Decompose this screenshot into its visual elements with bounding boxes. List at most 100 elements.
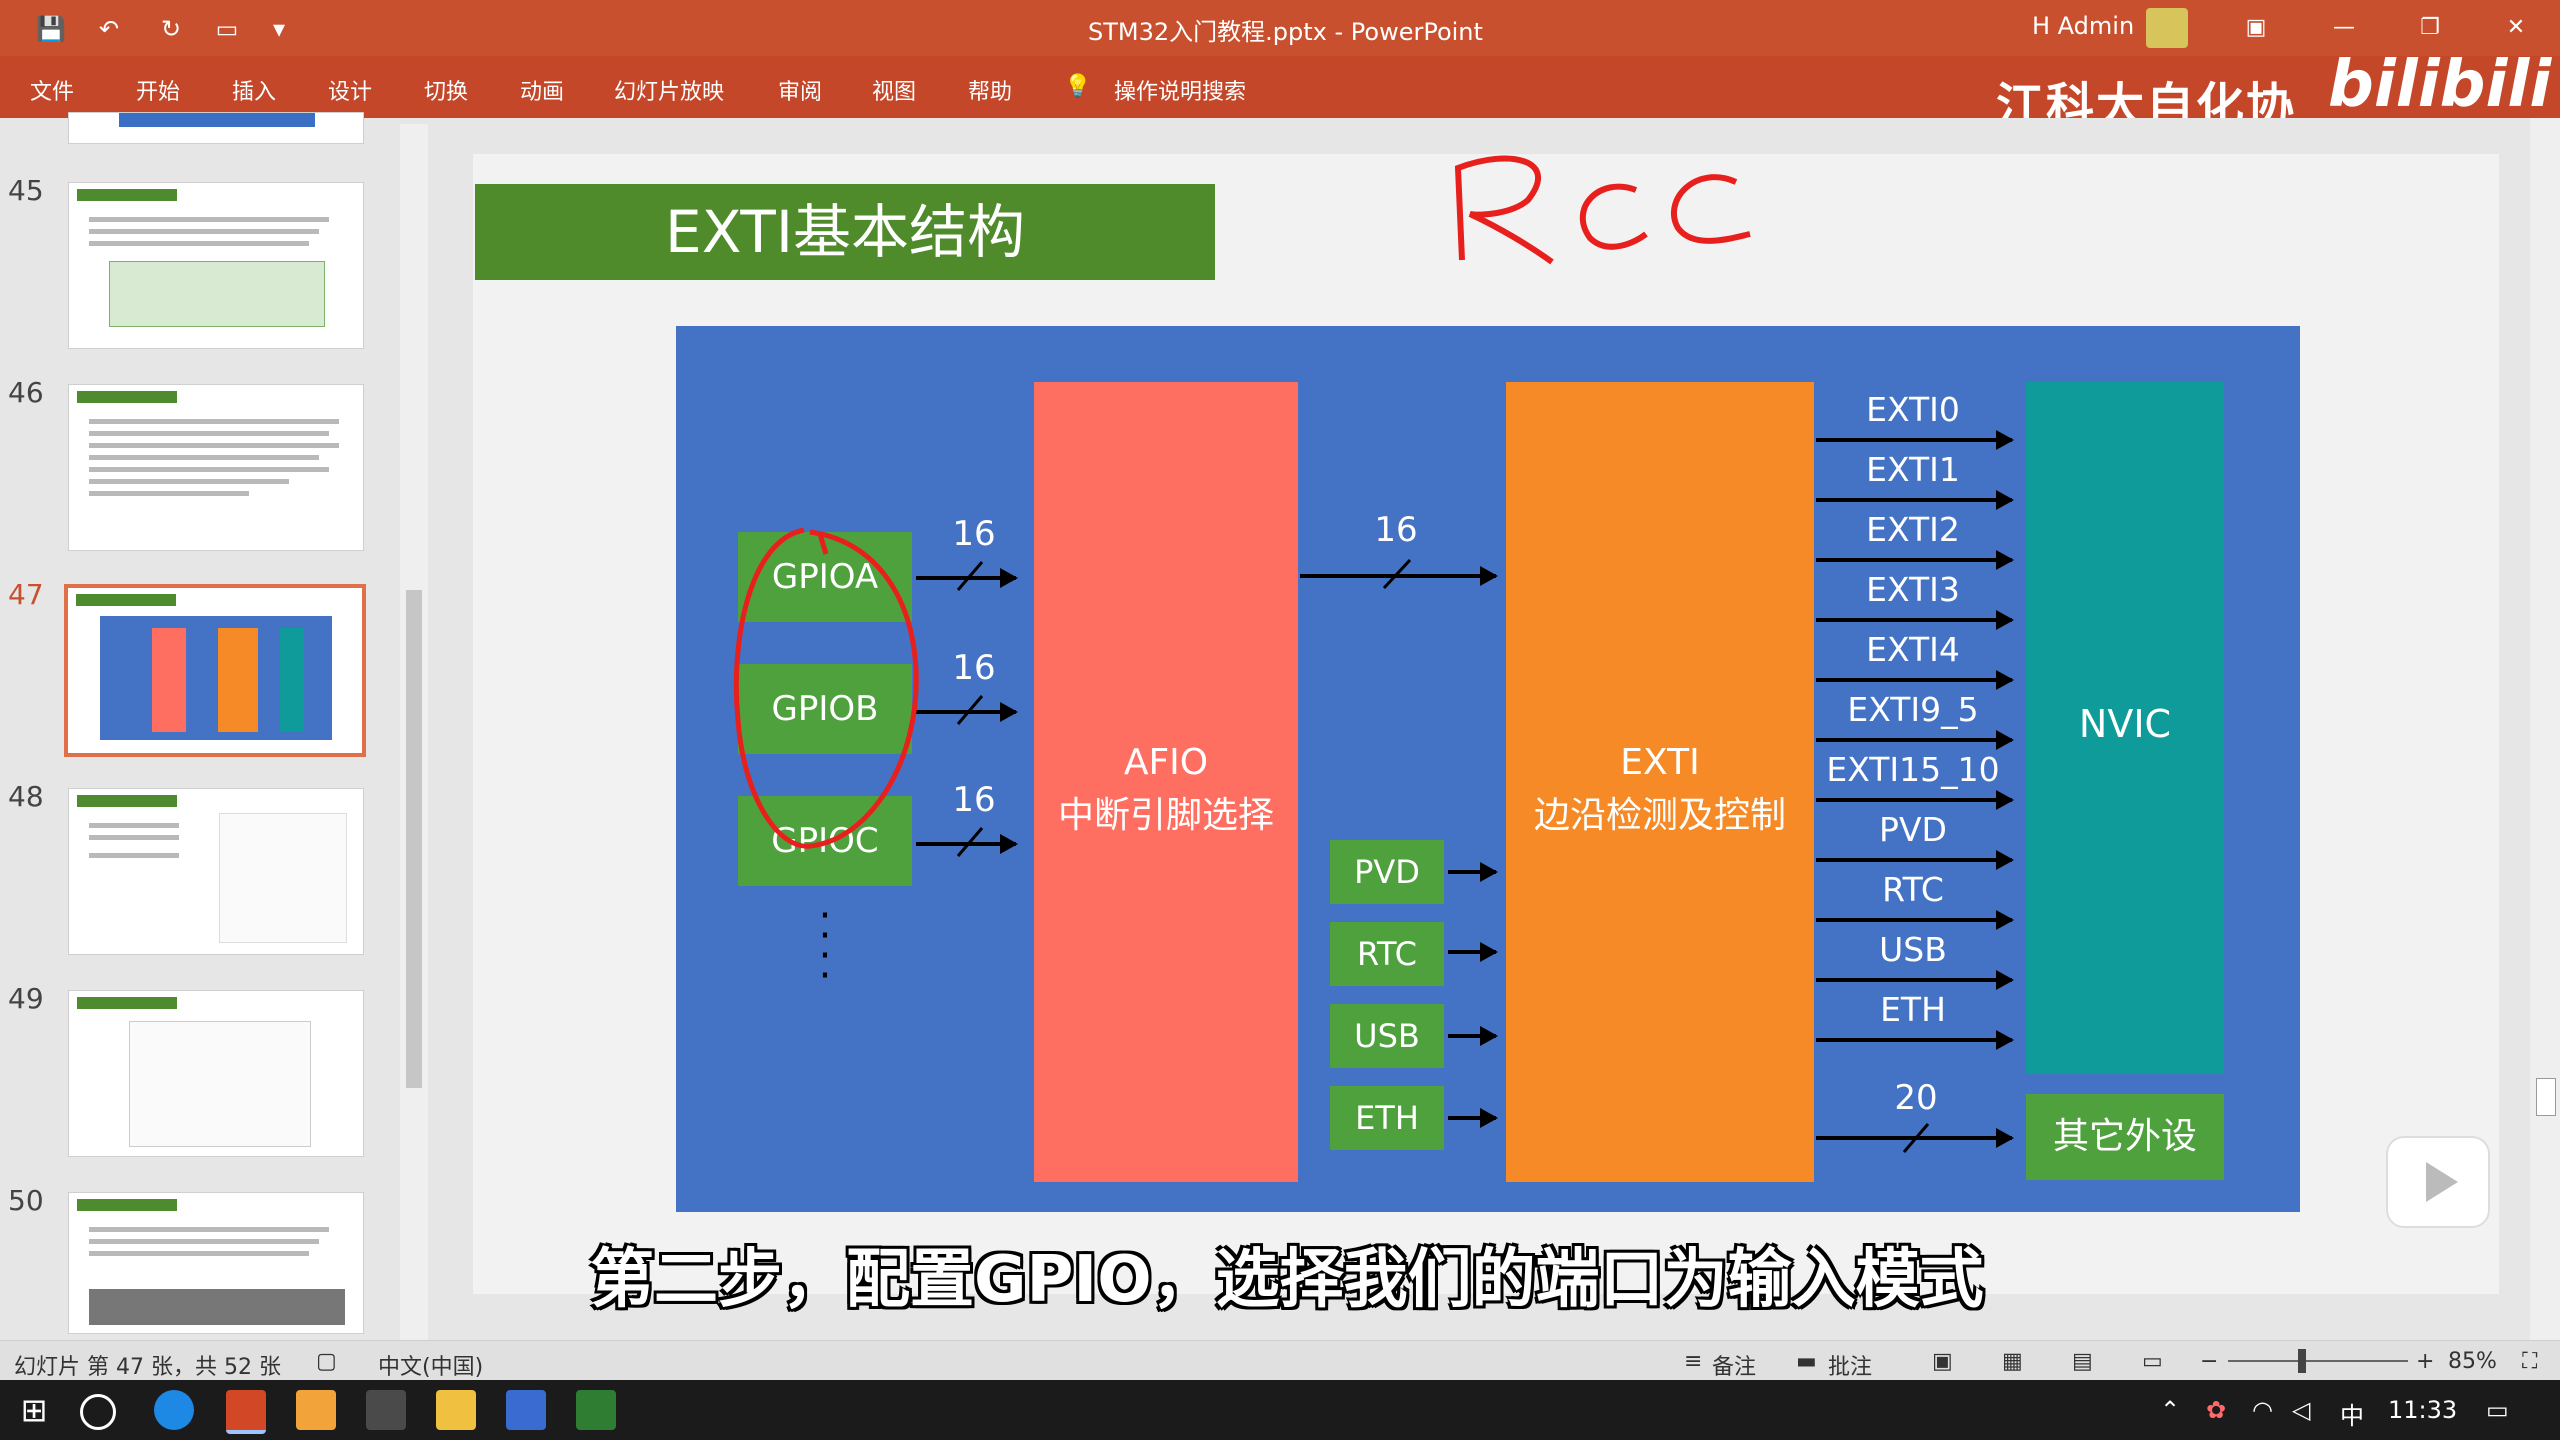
slide-number-selected: 47	[8, 578, 44, 611]
thumbnail-scrollbar[interactable]	[400, 124, 428, 1340]
edge-icon[interactable]	[154, 1390, 194, 1430]
wifi-icon[interactable]: ◠	[2252, 1396, 2273, 1424]
redo-icon[interactable]: ↻	[160, 15, 182, 43]
zoom-out-icon[interactable]: −	[2200, 1349, 2219, 1374]
arrow	[1816, 550, 2014, 570]
minimize-icon[interactable]: —	[2333, 15, 2355, 40]
restore-icon[interactable]: ❐	[2420, 15, 2440, 40]
exti-line-label: USB	[1879, 930, 1947, 969]
comments-icon[interactable]: ▬	[1796, 1349, 1817, 1374]
tab-home[interactable]: 开始	[136, 80, 181, 105]
zoom-slider-handle[interactable]	[2298, 1349, 2306, 1373]
slide-scrollbar[interactable]	[2530, 118, 2560, 1340]
bus-width-label: 16	[952, 648, 996, 688]
slide-thumbnail-44[interactable]	[68, 112, 364, 144]
exti-line-label: ETH	[1880, 990, 1946, 1029]
app-icon-green[interactable]	[576, 1390, 616, 1430]
arrow	[1816, 430, 2014, 450]
cortana-icon[interactable]	[80, 1394, 116, 1430]
tray-chevron-icon[interactable]: ⌃	[2160, 1396, 2181, 1424]
undo-icon[interactable]: ↶	[98, 15, 120, 43]
bus-width-label: 16	[1374, 510, 1418, 550]
tab-design[interactable]: 设计	[328, 80, 373, 105]
tray-app-icon[interactable]: ✿	[2206, 1396, 2227, 1424]
exti-line-label: EXTI0	[1866, 390, 1960, 429]
slide-thumbnail-49[interactable]	[68, 990, 364, 1157]
file-explorer-icon[interactable]	[436, 1390, 476, 1430]
arrow	[1816, 730, 2014, 750]
handwritten-circle	[733, 527, 919, 849]
arrow	[1448, 1108, 1498, 1128]
fit-to-window-icon[interactable]: ⛶	[2522, 1349, 2538, 1374]
slide-sorter-icon[interactable]: ▦	[2002, 1349, 2023, 1374]
notification-icon[interactable]: ▭	[2486, 1396, 2509, 1424]
slide-thumbnail-46[interactable]	[68, 384, 364, 551]
slide-number: 48	[8, 780, 44, 813]
powerpoint-taskbar-icon[interactable]	[226, 1390, 266, 1434]
slideshow-view-icon[interactable]: ▭	[2142, 1349, 2163, 1374]
clock[interactable]: 11:33	[2388, 1396, 2458, 1424]
customize-toolbar-icon[interactable]: ▾	[272, 15, 286, 43]
notes-button[interactable]: 备注	[1712, 1355, 1757, 1380]
eth-box: ETH	[1330, 1086, 1444, 1150]
play-icon[interactable]	[2386, 1136, 2490, 1228]
gpiob-box: GPIOB	[738, 664, 912, 754]
ribbon-display-icon[interactable]: ▣	[2245, 15, 2267, 40]
ime-indicator[interactable]: 中	[2340, 1402, 2364, 1430]
bus-width-label: 16	[952, 780, 996, 820]
tab-slideshow[interactable]: 幻灯片放映	[614, 80, 725, 105]
slide-thumbnail-45[interactable]	[68, 182, 364, 349]
arrow	[1816, 1030, 2014, 1050]
user-name[interactable]: H Admin	[2032, 12, 2135, 40]
bus-slash-marks	[956, 558, 1930, 1153]
volume-icon[interactable]: ◁	[2292, 1396, 2311, 1424]
proofing-icon[interactable]: ▢	[316, 1349, 337, 1374]
zoom-level[interactable]: 85%	[2448, 1349, 2497, 1374]
tab-animations[interactable]: 动画	[520, 80, 565, 105]
arrow	[1816, 490, 2014, 510]
avatar[interactable]	[2146, 8, 2188, 48]
tab-help[interactable]: 帮助	[968, 80, 1013, 105]
tab-review[interactable]: 审阅	[778, 80, 823, 105]
normal-view-icon[interactable]: ▣	[1932, 1349, 1953, 1374]
afio-block: AFIO 中断引脚选择	[1034, 382, 1298, 1182]
arrow	[1448, 1026, 1498, 1046]
slide-thumbnail-48[interactable]	[68, 788, 364, 955]
usb-box: USB	[1330, 1004, 1444, 1068]
slide-thumbnail-50[interactable]	[68, 1192, 364, 1334]
photos-icon[interactable]	[506, 1390, 546, 1430]
app-icon-camera[interactable]	[366, 1390, 406, 1430]
slide-title: EXTI基本结构	[475, 184, 1215, 280]
ribbon: 文件 开始 插入 设计 切换 动画 幻灯片放映 审阅 视图 帮助 💡 操作说明搜…	[0, 56, 2560, 118]
windows-start-icon[interactable]: ⊞	[20, 1391, 48, 1429]
bus-width-label: 20	[1894, 1078, 1938, 1118]
zoom-in-icon[interactable]: +	[2416, 1349, 2435, 1374]
exti-line-label: EXTI2	[1866, 510, 1960, 549]
app-icon-orange[interactable]	[296, 1390, 336, 1430]
slide-thumbnail-47[interactable]	[64, 584, 366, 757]
present-from-start-icon[interactable]: ▭	[215, 15, 239, 43]
exti-line-label: EXTI1	[1866, 450, 1960, 489]
save-icon[interactable]: 💾	[36, 15, 66, 43]
comments-button[interactable]: 批注	[1828, 1355, 1873, 1380]
zoom-slider[interactable]	[2228, 1360, 2408, 1362]
notes-icon[interactable]: ≡	[1684, 1349, 1703, 1374]
language-indicator[interactable]: 中文(中国)	[378, 1355, 484, 1380]
arrow	[1816, 1128, 2014, 1148]
slide-number: 50	[8, 1184, 44, 1217]
close-icon[interactable]: ✕	[2506, 15, 2526, 40]
reading-view-icon[interactable]: ▤	[2072, 1349, 2093, 1374]
tab-view[interactable]: 视图	[872, 80, 917, 105]
tab-file[interactable]: 文件	[30, 80, 75, 105]
other-peripherals-box: 其它外设	[2026, 1094, 2224, 1180]
nvic-label: NVIC	[2078, 702, 2172, 746]
arrow	[1300, 566, 1498, 586]
tell-me-search[interactable]: 操作说明搜索	[1114, 80, 1247, 105]
tab-transitions[interactable]: 切换	[424, 80, 469, 105]
lightbulb-icon[interactable]: 💡	[1064, 74, 1092, 99]
tab-insert[interactable]: 插入	[232, 80, 277, 105]
video-subtitle: 第二步，配置GPIO，选择我们的端口为输入模式	[590, 1243, 1984, 1317]
slide-number: 46	[8, 376, 44, 409]
slide-number: 45	[8, 174, 44, 207]
ellipsis-dots: ····	[818, 893, 832, 999]
